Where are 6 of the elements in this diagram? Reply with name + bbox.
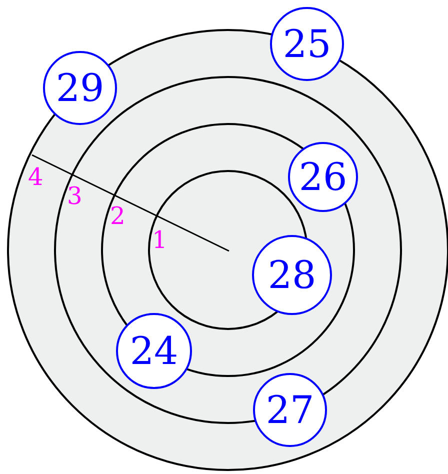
number-circle: 29: [43, 51, 117, 125]
ring-number: 3: [67, 184, 82, 208]
number-circle: 25: [270, 7, 344, 81]
ring-number: 4: [28, 165, 44, 189]
ring-number: 2: [110, 204, 126, 228]
ring-number: 1: [152, 228, 168, 252]
